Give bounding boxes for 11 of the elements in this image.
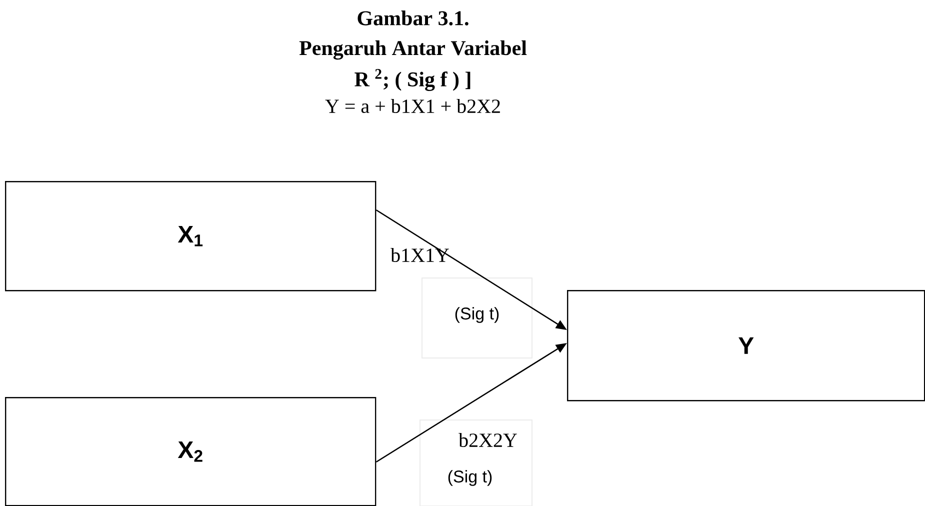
subtitle: Pengaruh Antar Variabel <box>299 40 527 60</box>
variable-box: Y <box>567 290 925 402</box>
variable-box: X$_{1}$ <box>5 181 376 292</box>
variable-box: X$_{2}$ <box>5 397 376 506</box>
title: Gambar 3.1. <box>358 10 468 26</box>
subtitle: R $^{2}$; ( Sig f ) ] <box>354 69 470 91</box>
edge-label: b1X1Y <box>390 248 449 262</box>
equation: Y = a + b1X1 + b2X2 <box>325 98 500 114</box>
edge-label: b2X2Y <box>458 432 517 448</box>
significance-label: (Sig t) <box>455 307 499 323</box>
significance-label: (Sig t) <box>448 470 492 486</box>
